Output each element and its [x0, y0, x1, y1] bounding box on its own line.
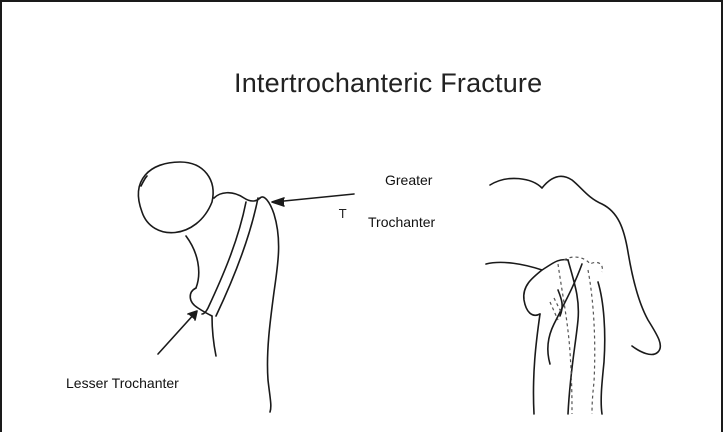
greater-trochanter-pointer	[274, 194, 354, 202]
femoral-head	[138, 162, 213, 233]
greater-trochanter-label-line2: Trochanter	[368, 214, 435, 230]
right-femur-medial	[524, 270, 542, 315]
greater-trochanter-label-line1: Greater	[385, 172, 432, 188]
lesser-trochanter-pointer	[158, 312, 196, 354]
dashed-outline-right	[588, 270, 595, 414]
lesser-trochanter-label: Lesser Trochanter	[66, 375, 179, 391]
femoral-neck-upper	[214, 193, 260, 201]
medial-shaft	[212, 316, 216, 356]
greater-trochanter-outline	[260, 197, 279, 412]
medial-neck	[186, 236, 199, 288]
right-shaft-right	[598, 282, 605, 414]
right-femur-upper-left	[486, 260, 568, 270]
right-fracture-line	[548, 264, 582, 364]
right-shaft-mid	[568, 260, 578, 414]
right-shaft-left	[533, 314, 540, 414]
fracture-line-inner	[216, 198, 258, 316]
right-femur-top	[490, 176, 660, 354]
small-t-mark: T	[339, 207, 346, 221]
greater-pointer-head	[272, 198, 284, 206]
